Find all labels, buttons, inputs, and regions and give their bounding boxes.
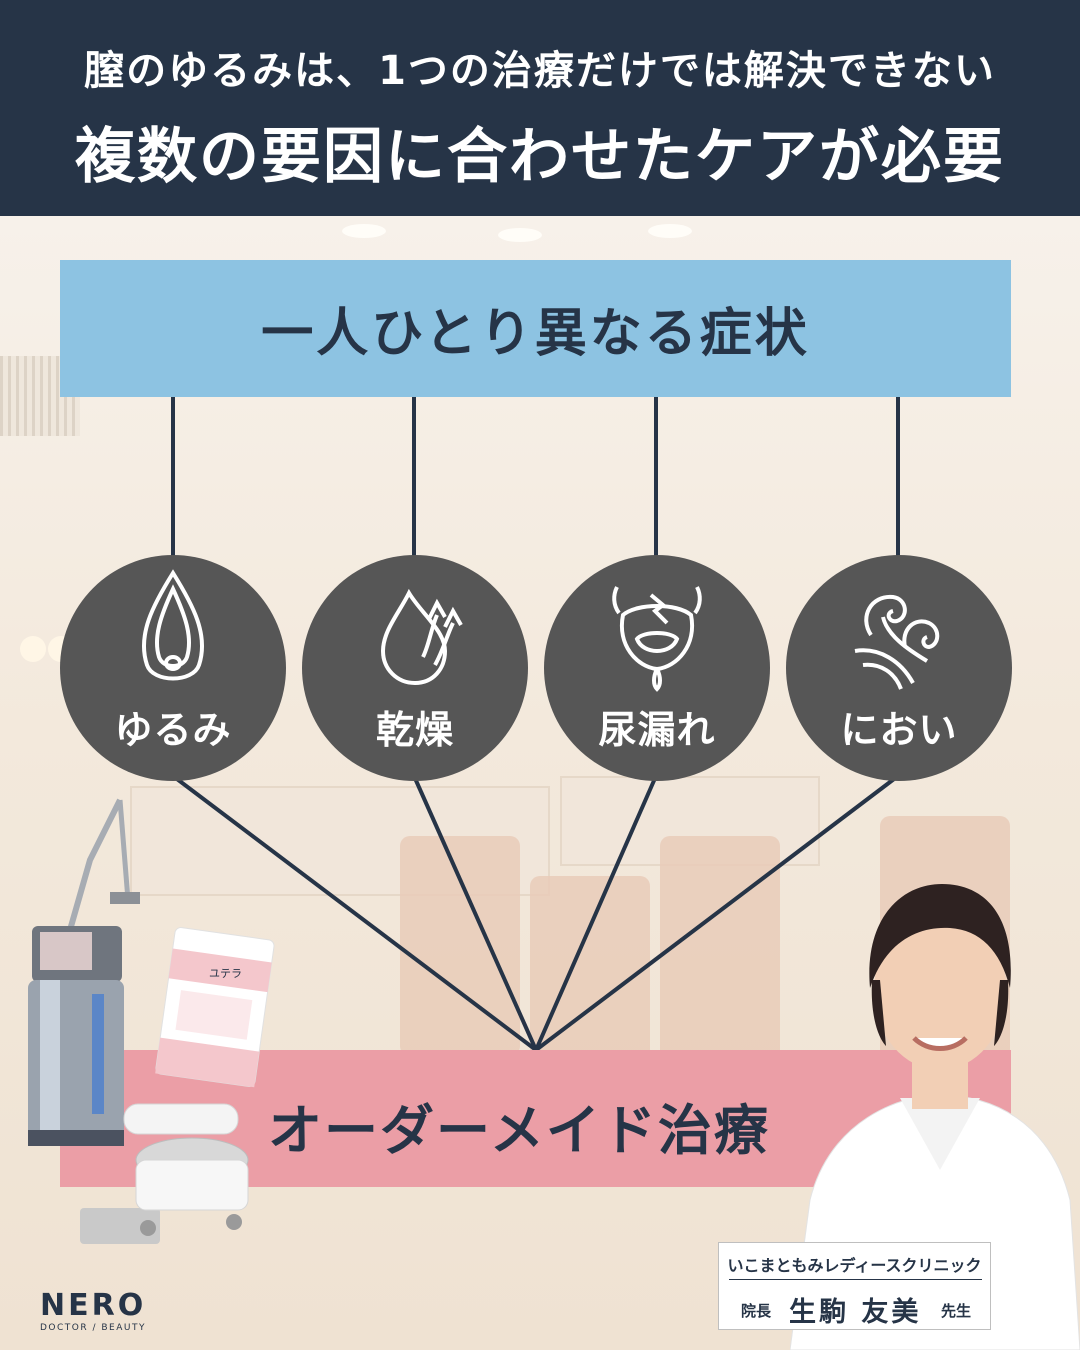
header-banner: 膣のゆるみは、1つの治療だけでは解決できない 複数の要因に合わせたケアが必要 (0, 0, 1080, 216)
logo-brand: NERO (40, 1288, 147, 1323)
symptom-label: 乾燥 (375, 708, 454, 752)
caption-divider (729, 1279, 982, 1280)
supplement-package-image: ユテラ (155, 927, 275, 1088)
odor-icon (854, 594, 940, 690)
symptom-bar: 一人ひとり異なる症状 (60, 260, 1011, 397)
symptom-circle-loose: ゆるみ (60, 555, 286, 781)
header-line1: 膣のゆるみは、1つの治療だけでは解決できない (84, 48, 996, 94)
nero-logo: NERO DOCTOR / BEAUTY (40, 1288, 146, 1333)
symptom-label: 尿漏れ (598, 708, 716, 752)
header-line2: 複数の要因に合わせたケアが必要 (75, 122, 1005, 192)
symptom-circle-dry: 乾燥 (302, 555, 528, 781)
droplet-icon (380, 588, 463, 686)
doctor-role: 院長 (741, 1302, 772, 1320)
bladder-icon (612, 586, 702, 692)
doctor-name: 生駒 友美 (789, 1297, 922, 1328)
symptom-bar-label: 一人ひとり異なる症状 (261, 304, 810, 364)
logo-subtitle: DOCTOR / BEAUTY (40, 1323, 146, 1333)
symptom-label: ゆるみ (114, 708, 232, 752)
doctor-honorific: 先生 (941, 1302, 972, 1320)
clinic-name: いこまともみレディースクリニック (727, 1256, 982, 1275)
product-label: ユテラ (209, 967, 242, 980)
symptom-circle-incontinence: 尿漏れ (544, 555, 770, 781)
loose-icon (141, 569, 205, 681)
order-bar-label: オーダーメイド治療 (268, 1099, 770, 1162)
symptom-label: におい (840, 708, 958, 752)
pelvic-chair-image (80, 1103, 249, 1244)
laser-device-image (28, 798, 140, 1146)
symptom-circle-odor: におい (786, 555, 1012, 781)
doctor-caption: いこまともみレディースクリニック 院長 生駒 友美 先生 (718, 1242, 991, 1330)
